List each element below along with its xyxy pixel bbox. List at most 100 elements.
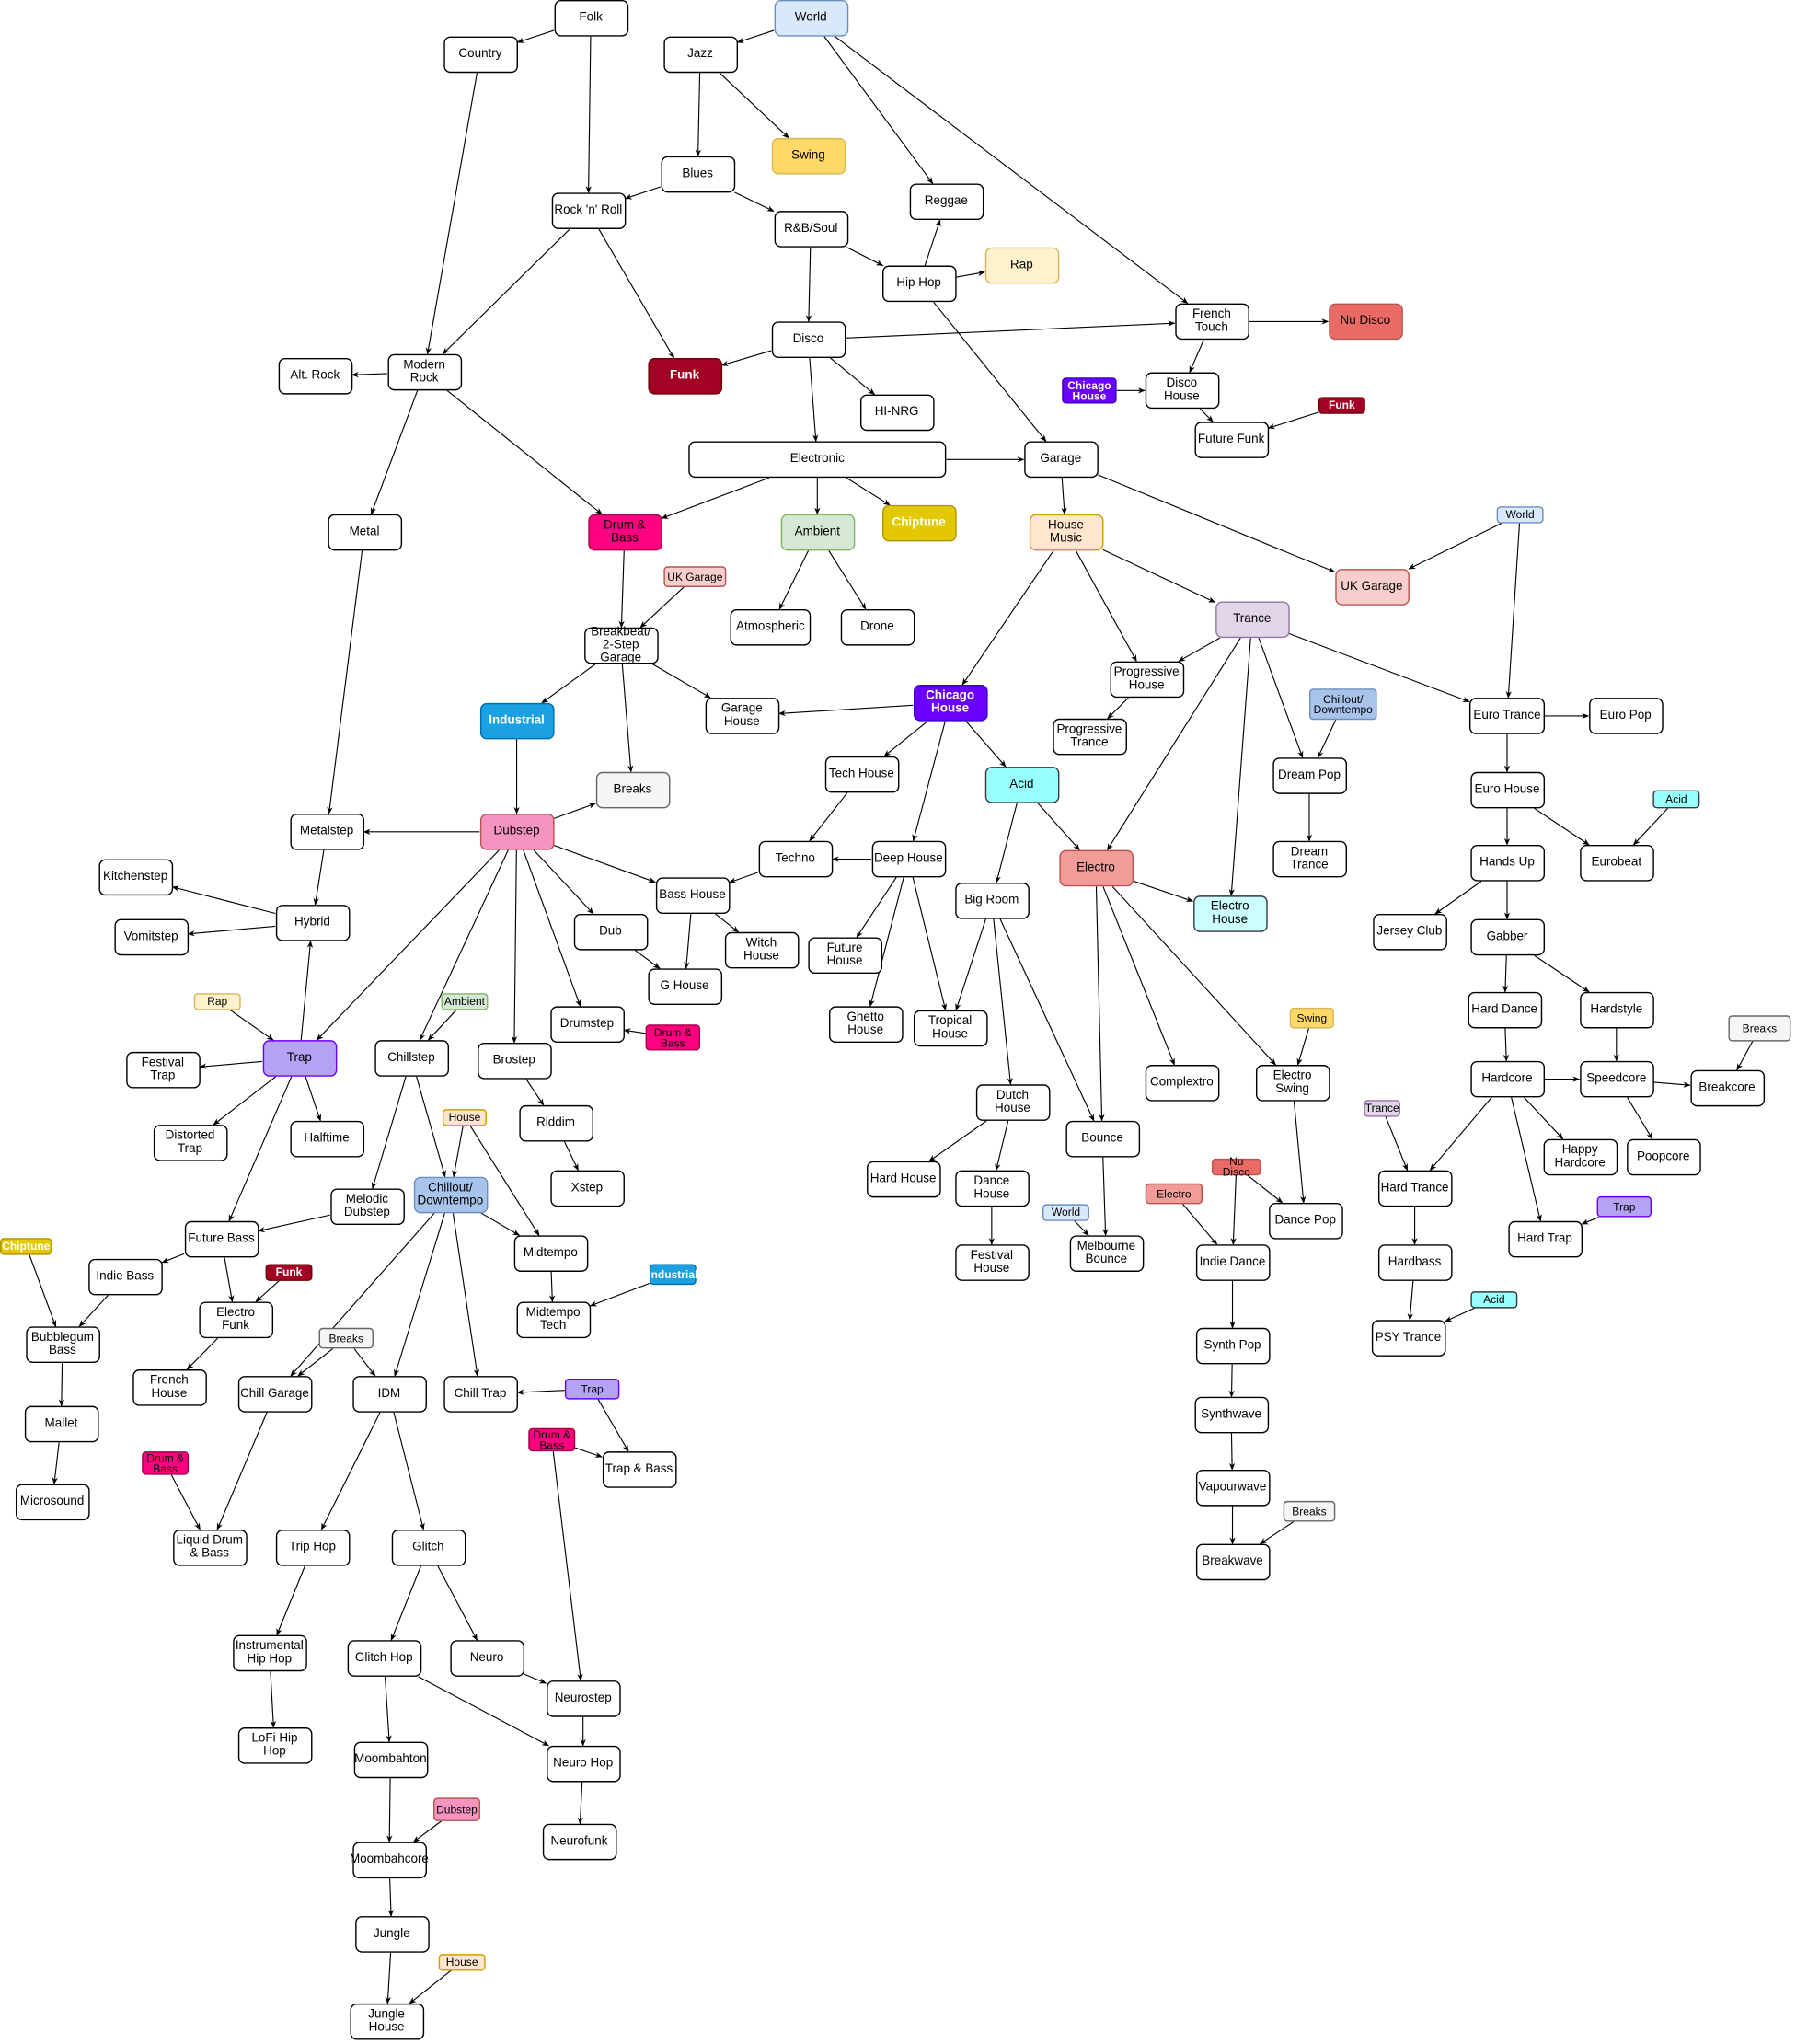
genre-node-hardtrap[interactable]: Hard Trap [1507,1220,1583,1258]
genre-node-vomitstep[interactable]: Vomitstep [113,918,189,956]
genre-node-midtempotech[interactable]: Midtempo Tech [515,1301,591,1339]
genre-node-hardhouse[interactable]: Hard House [866,1161,940,1198]
genre-node-electronic[interactable]: Electronic [688,441,947,479]
genre-node-dub[interactable]: Dub [573,913,648,951]
genre-node-hardstyle[interactable]: Hardstyle [1579,991,1654,1029]
genre-node-glitch[interactable]: Glitch [391,1530,466,1566]
genre-node-happyhardcore[interactable]: Happy Hardcore [1542,1138,1618,1176]
genre-node-eurotrance[interactable]: Euro Trance [1468,698,1546,734]
genre-node-hiphop[interactable]: Hip Hop [881,265,956,303]
genre-node-festivalhouse[interactable]: Festival House [954,1244,1030,1281]
genre-node-europop[interactable]: Euro Pop [1588,698,1664,734]
genre-node-electro[interactable]: Electro [1058,849,1134,887]
genre-node-swing[interactable]: Swing [771,137,846,175]
genre-node-dancepop[interactable]: Dance Pop [1268,1202,1343,1240]
genre-node-atmospheric[interactable]: Atmospheric [730,608,812,646]
genre-tag-house-tag2[interactable]: House [438,1953,486,1970]
genre-node-metal[interactable]: Metal [327,514,402,551]
genre-node-garage[interactable]: Garage [1023,441,1099,479]
genre-node-melodicdubstep[interactable]: Melodic Dubstep [329,1188,405,1226]
genre-node-melbournebounce[interactable]: Melbourne Bounce [1069,1235,1144,1272]
genre-tag-world-tag[interactable]: World [1496,505,1544,523]
genre-node-hybrid[interactable]: Hybrid [275,905,350,941]
genre-tag-chicagohouse-tag[interactable]: Chicago House [1062,377,1117,404]
genre-node-frenchhouse[interactable]: French House [132,1369,207,1406]
genre-node-discohouse[interactable]: Disco House [1145,372,1219,410]
genre-node-jerseyclub[interactable]: Jersey Club [1372,913,1447,951]
genre-node-distortedtrap[interactable]: Distorted Trap [153,1125,227,1161]
genre-node-blues[interactable]: Blues [660,156,735,193]
genre-tag-dnb-tag3[interactable]: Drum & Bass [142,1451,190,1475]
genre-node-garagehouse[interactable]: Garage House [704,698,779,734]
genre-node-idm[interactable]: IDM [351,1376,427,1413]
genre-node-synthwave[interactable]: Synthwave [1193,1396,1269,1434]
genre-node-trapbass[interactable]: Trap & Bass [602,1451,676,1488]
genre-node-techno[interactable]: Techno [757,840,833,878]
genre-node-chicagohouse[interactable]: Chicago House [913,685,987,722]
genre-node-indiebass[interactable]: Indie Bass [87,1258,163,1296]
genre-node-neurofunk[interactable]: Neurofunk [542,1823,616,1861]
genre-node-ambient[interactable]: Ambient [779,514,855,551]
genre-node-acid[interactable]: Acid [984,767,1059,803]
genre-node-jungle[interactable]: Jungle [354,1916,430,1953]
genre-tag-trance-tag[interactable]: Trance [1364,1099,1401,1116]
genre-tag-funk-tag2[interactable]: Funk [265,1263,313,1281]
genre-node-breakcore[interactable]: Breakcore [1689,1069,1765,1107]
genre-node-kitchenstep[interactable]: Kitchenstep [98,859,173,896]
genre-node-midtempo[interactable]: Midtempo [513,1235,588,1272]
genre-node-basshouse[interactable]: Bass House [655,877,730,914]
genre-node-moombahcore[interactable]: Moombahcore [350,1842,429,1879]
genre-node-handsup[interactable]: Hands Up [1469,845,1545,882]
genre-node-complextro[interactable]: Complextro [1145,1065,1219,1102]
genre-node-proghouse[interactable]: Progressive House [1109,661,1184,699]
genre-node-mallet[interactable]: Mallet [24,1405,98,1443]
genre-node-speedcore[interactable]: Speedcore [1579,1060,1654,1098]
genre-node-dreampop[interactable]: Dream Pop [1272,757,1347,794]
genre-node-junglehouse[interactable]: Jungle House [349,2003,424,2040]
genre-node-ukgarage[interactable]: UK Garage [1334,569,1410,606]
genre-node-metalstep[interactable]: Metalstep [289,814,364,850]
genre-node-chillout[interactable]: Chillout/ Downtempo [413,1176,488,1214]
genre-node-country[interactable]: Country [443,36,518,74]
genre-tag-dnb-tag[interactable]: Drum & Bass [645,1024,701,1051]
genre-node-disco[interactable]: Disco [771,321,846,358]
genre-node-lofi[interactable]: LoFi Hip Hop [237,1727,312,1764]
genre-node-rocknroll[interactable]: Rock 'n' Roll [551,192,626,229]
genre-node-dreamtrance[interactable]: Dream Trance [1272,840,1347,878]
genre-node-futurebass[interactable]: Future Bass [184,1220,259,1258]
genre-node-hardcore[interactable]: Hardcore [1469,1060,1545,1098]
genre-node-rap[interactable]: Rap [984,247,1059,284]
genre-tag-house-tag[interactable]: House [442,1108,488,1126]
genre-tag-trap-tag[interactable]: Trap [1596,1195,1652,1218]
genre-node-nudisco[interactable]: Nu Disco [1328,303,1403,341]
genre-node-liquiddnb[interactable]: Liquid Drum & Bass [172,1530,248,1566]
genre-node-neurohop[interactable]: Neuro Hop [546,1745,621,1783]
genre-node-breakbeat[interactable]: Breakbeat/ 2-Step Garage [583,626,659,664]
genre-node-neurostep[interactable]: Neurostep [546,1680,621,1717]
genre-node-dnb[interactable]: Drum & Bass [587,514,662,551]
genre-node-festivaltrap[interactable]: Festival Trap [125,1051,201,1089]
genre-node-drone[interactable]: Drone [840,608,915,646]
genre-node-gabber[interactable]: Gabber [1469,918,1545,956]
genre-node-hinrg[interactable]: HI-NRG [859,394,934,432]
genre-node-world[interactable]: World [773,0,848,37]
genre-node-reggae[interactable]: Reggae [909,183,984,221]
genre-node-techhouse[interactable]: Tech House [824,756,899,793]
genre-node-chiptune[interactable]: Chiptune [881,504,956,542]
genre-tag-acid-tag2[interactable]: Acid [1470,1290,1518,1308]
genre-node-eurohouse[interactable]: Euro House [1469,771,1545,809]
genre-node-breakwave[interactable]: Breakwave [1195,1543,1270,1581]
genre-node-microsound[interactable]: Microsound [15,1484,89,1521]
genre-node-chillstep[interactable]: Chillstep [374,1040,449,1077]
genre-node-deephouse[interactable]: Deep House [871,840,946,878]
genre-node-frenchtouch[interactable]: French Touch [1174,303,1249,341]
genre-node-neuro[interactable]: Neuro [449,1640,524,1677]
genre-node-vapourwave[interactable]: Vapourwave [1195,1469,1270,1507]
genre-tag-ukgarage-tag[interactable]: UK Garage [663,566,727,587]
genre-node-breaks[interactable]: Breaks [595,771,670,809]
genre-node-ghouse[interactable]: G House [647,968,722,1005]
genre-node-bubblegum[interactable]: Bubblegum Bass [25,1326,100,1363]
genre-node-chillgarage[interactable]: Chill Garage [237,1376,312,1413]
genre-node-industrial[interactable]: Industrial [479,702,554,740]
genre-tag-breaks-tag3[interactable]: Breaks [1283,1500,1336,1522]
